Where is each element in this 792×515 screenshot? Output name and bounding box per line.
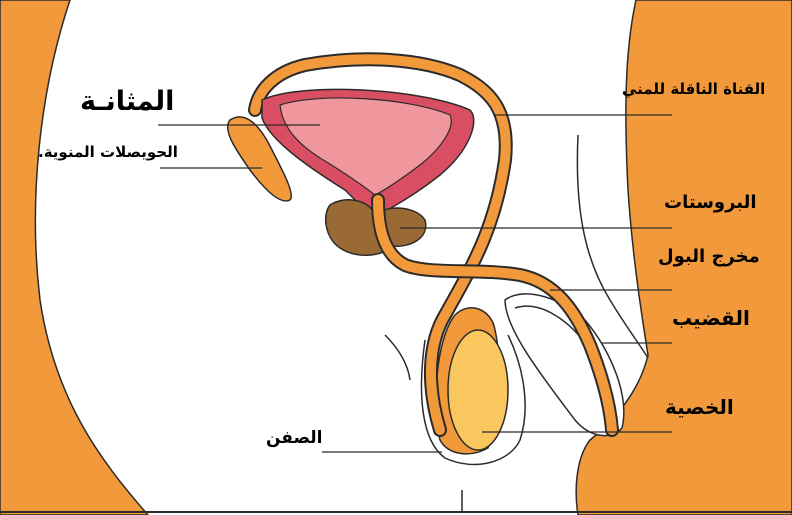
label-seminal-vesicles: الحويصلات المنوية. [38,143,178,161]
label-vas-deferens: القناة الناقلة للمني [622,80,765,98]
label-scrotum: الصفن [266,428,323,448]
label-bladder: المثانـة [80,86,174,117]
label-urethra: مخرج البول [658,246,760,267]
scrotum-left-edge [385,335,410,380]
label-testis: الخصية [665,395,734,419]
label-prostate: البروستات [664,192,757,213]
label-penis: القضيب [672,306,750,330]
left-body-region [0,0,148,515]
